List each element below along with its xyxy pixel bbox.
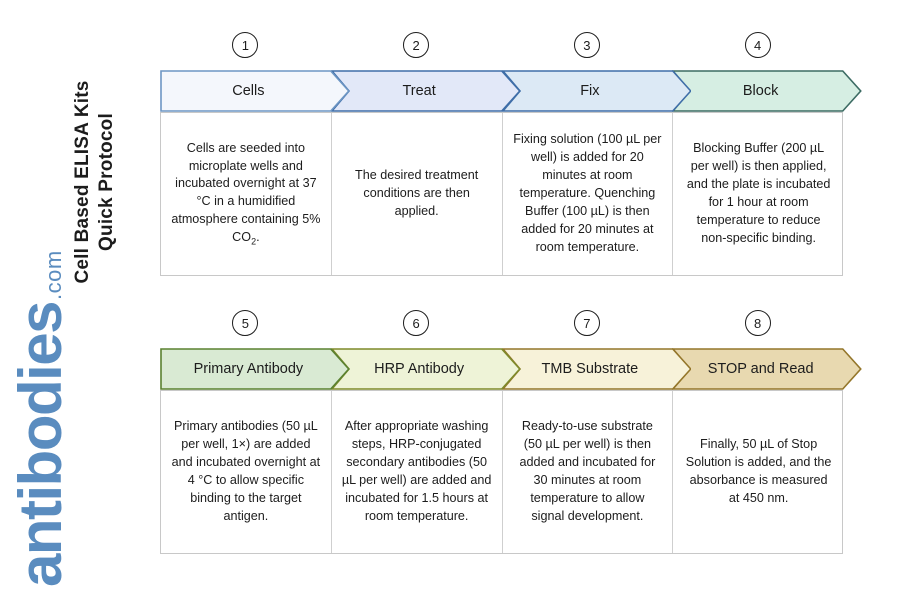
chevron-label: TMB Substrate xyxy=(541,361,639,377)
step-number-strip-1: 1 2 3 4 xyxy=(160,32,843,64)
chevron-label: HRP Antibody xyxy=(374,361,465,377)
step-number-strip-2: 5 6 7 8 xyxy=(160,310,843,342)
step-number-badge: 6 xyxy=(403,310,430,336)
brand-watermark: antibodies .com xyxy=(7,250,95,587)
chevron-band-2: Primary Antibody HRP Antibody TMB Substr… xyxy=(160,348,862,390)
protocol-row-1: 1 2 3 4 Cells Treat Fix Block Cells are see… xyxy=(160,32,862,276)
flow-step-chevron[interactable]: TMB Substrate xyxy=(501,348,692,390)
chevron-shape xyxy=(160,70,350,112)
step-number-badge: 2 xyxy=(403,32,430,58)
step-description-text: The desired treatment conditions are the… xyxy=(355,168,479,218)
chevron-label: Treat xyxy=(402,83,436,99)
chevron-label: Cells xyxy=(232,83,265,99)
protocol-row-2: 5 6 7 8 Primary Antibody HRP Antibody TMB S… xyxy=(160,310,862,554)
step-number-badge: 8 xyxy=(744,310,771,336)
flow-step-chevron[interactable]: Treat xyxy=(330,70,521,112)
step-number-badge: 4 xyxy=(744,32,771,58)
step-description-text: Finally, 50 µL of Stop Solution is added… xyxy=(685,437,832,505)
step-description-cell: Blocking Buffer (200 µL per well) is the… xyxy=(673,113,844,275)
description-band-2: Primary antibodies (50 µL per well, 1×) … xyxy=(160,390,843,554)
chevron-label: Fix xyxy=(580,83,600,99)
step-description-text: Cells are seeded into microplate wells a… xyxy=(171,140,321,247)
step-description-cell: Ready-to-use substrate (50 µL per well) … xyxy=(503,391,674,553)
chevron-label: Primary Antibody xyxy=(193,361,304,377)
flow-step-chevron[interactable]: STOP and Read xyxy=(672,348,862,390)
step-description-text: After appropriate washing steps, HRP-con… xyxy=(341,419,492,523)
chevron-label: STOP and Read xyxy=(707,361,814,377)
flow-step-chevron[interactable]: Fix xyxy=(501,70,692,112)
step-description-text: Blocking Buffer (200 µL per well) is the… xyxy=(686,141,831,245)
chevron-label: Block xyxy=(742,83,779,99)
step-description-text: Ready-to-use substrate (50 µL per well) … xyxy=(519,419,656,523)
step-description-text: Primary antibodies (50 µL per well, 1×) … xyxy=(171,419,321,523)
flow-step-chevron[interactable]: Block xyxy=(672,70,862,112)
step-number-badge: 5 xyxy=(232,310,259,336)
step-number-badge: 1 xyxy=(232,32,259,58)
step-number-badge: 7 xyxy=(573,310,600,336)
brand-name: antibodies xyxy=(7,301,74,587)
step-description-cell: Finally, 50 µL of Stop Solution is added… xyxy=(673,391,844,553)
step-description-cell: After appropriate washing steps, HRP-con… xyxy=(332,391,503,553)
step-description-text: Fixing solution (100 µL per well) is add… xyxy=(513,132,662,254)
step-description-cell: Fixing solution (100 µL per well) is add… xyxy=(503,113,674,275)
step-description-cell: The desired treatment conditions are the… xyxy=(332,113,503,275)
step-description-cell: Cells are seeded into microplate wells a… xyxy=(161,113,332,275)
description-band-1: Cells are seeded into microplate wells a… xyxy=(160,112,843,276)
step-number-badge: 3 xyxy=(573,32,600,58)
flow-step-chevron[interactable]: Cells xyxy=(160,70,350,112)
flow-step-chevron[interactable]: HRP Antibody xyxy=(330,348,521,390)
flow-step-chevron[interactable]: Primary Antibody xyxy=(160,348,350,390)
chevron-band-1: Cells Treat Fix Block xyxy=(160,70,862,112)
step-description-cell: Primary antibodies (50 µL per well, 1×) … xyxy=(161,391,332,553)
chevron-shape xyxy=(160,348,350,390)
brand-tld: .com xyxy=(41,250,66,300)
